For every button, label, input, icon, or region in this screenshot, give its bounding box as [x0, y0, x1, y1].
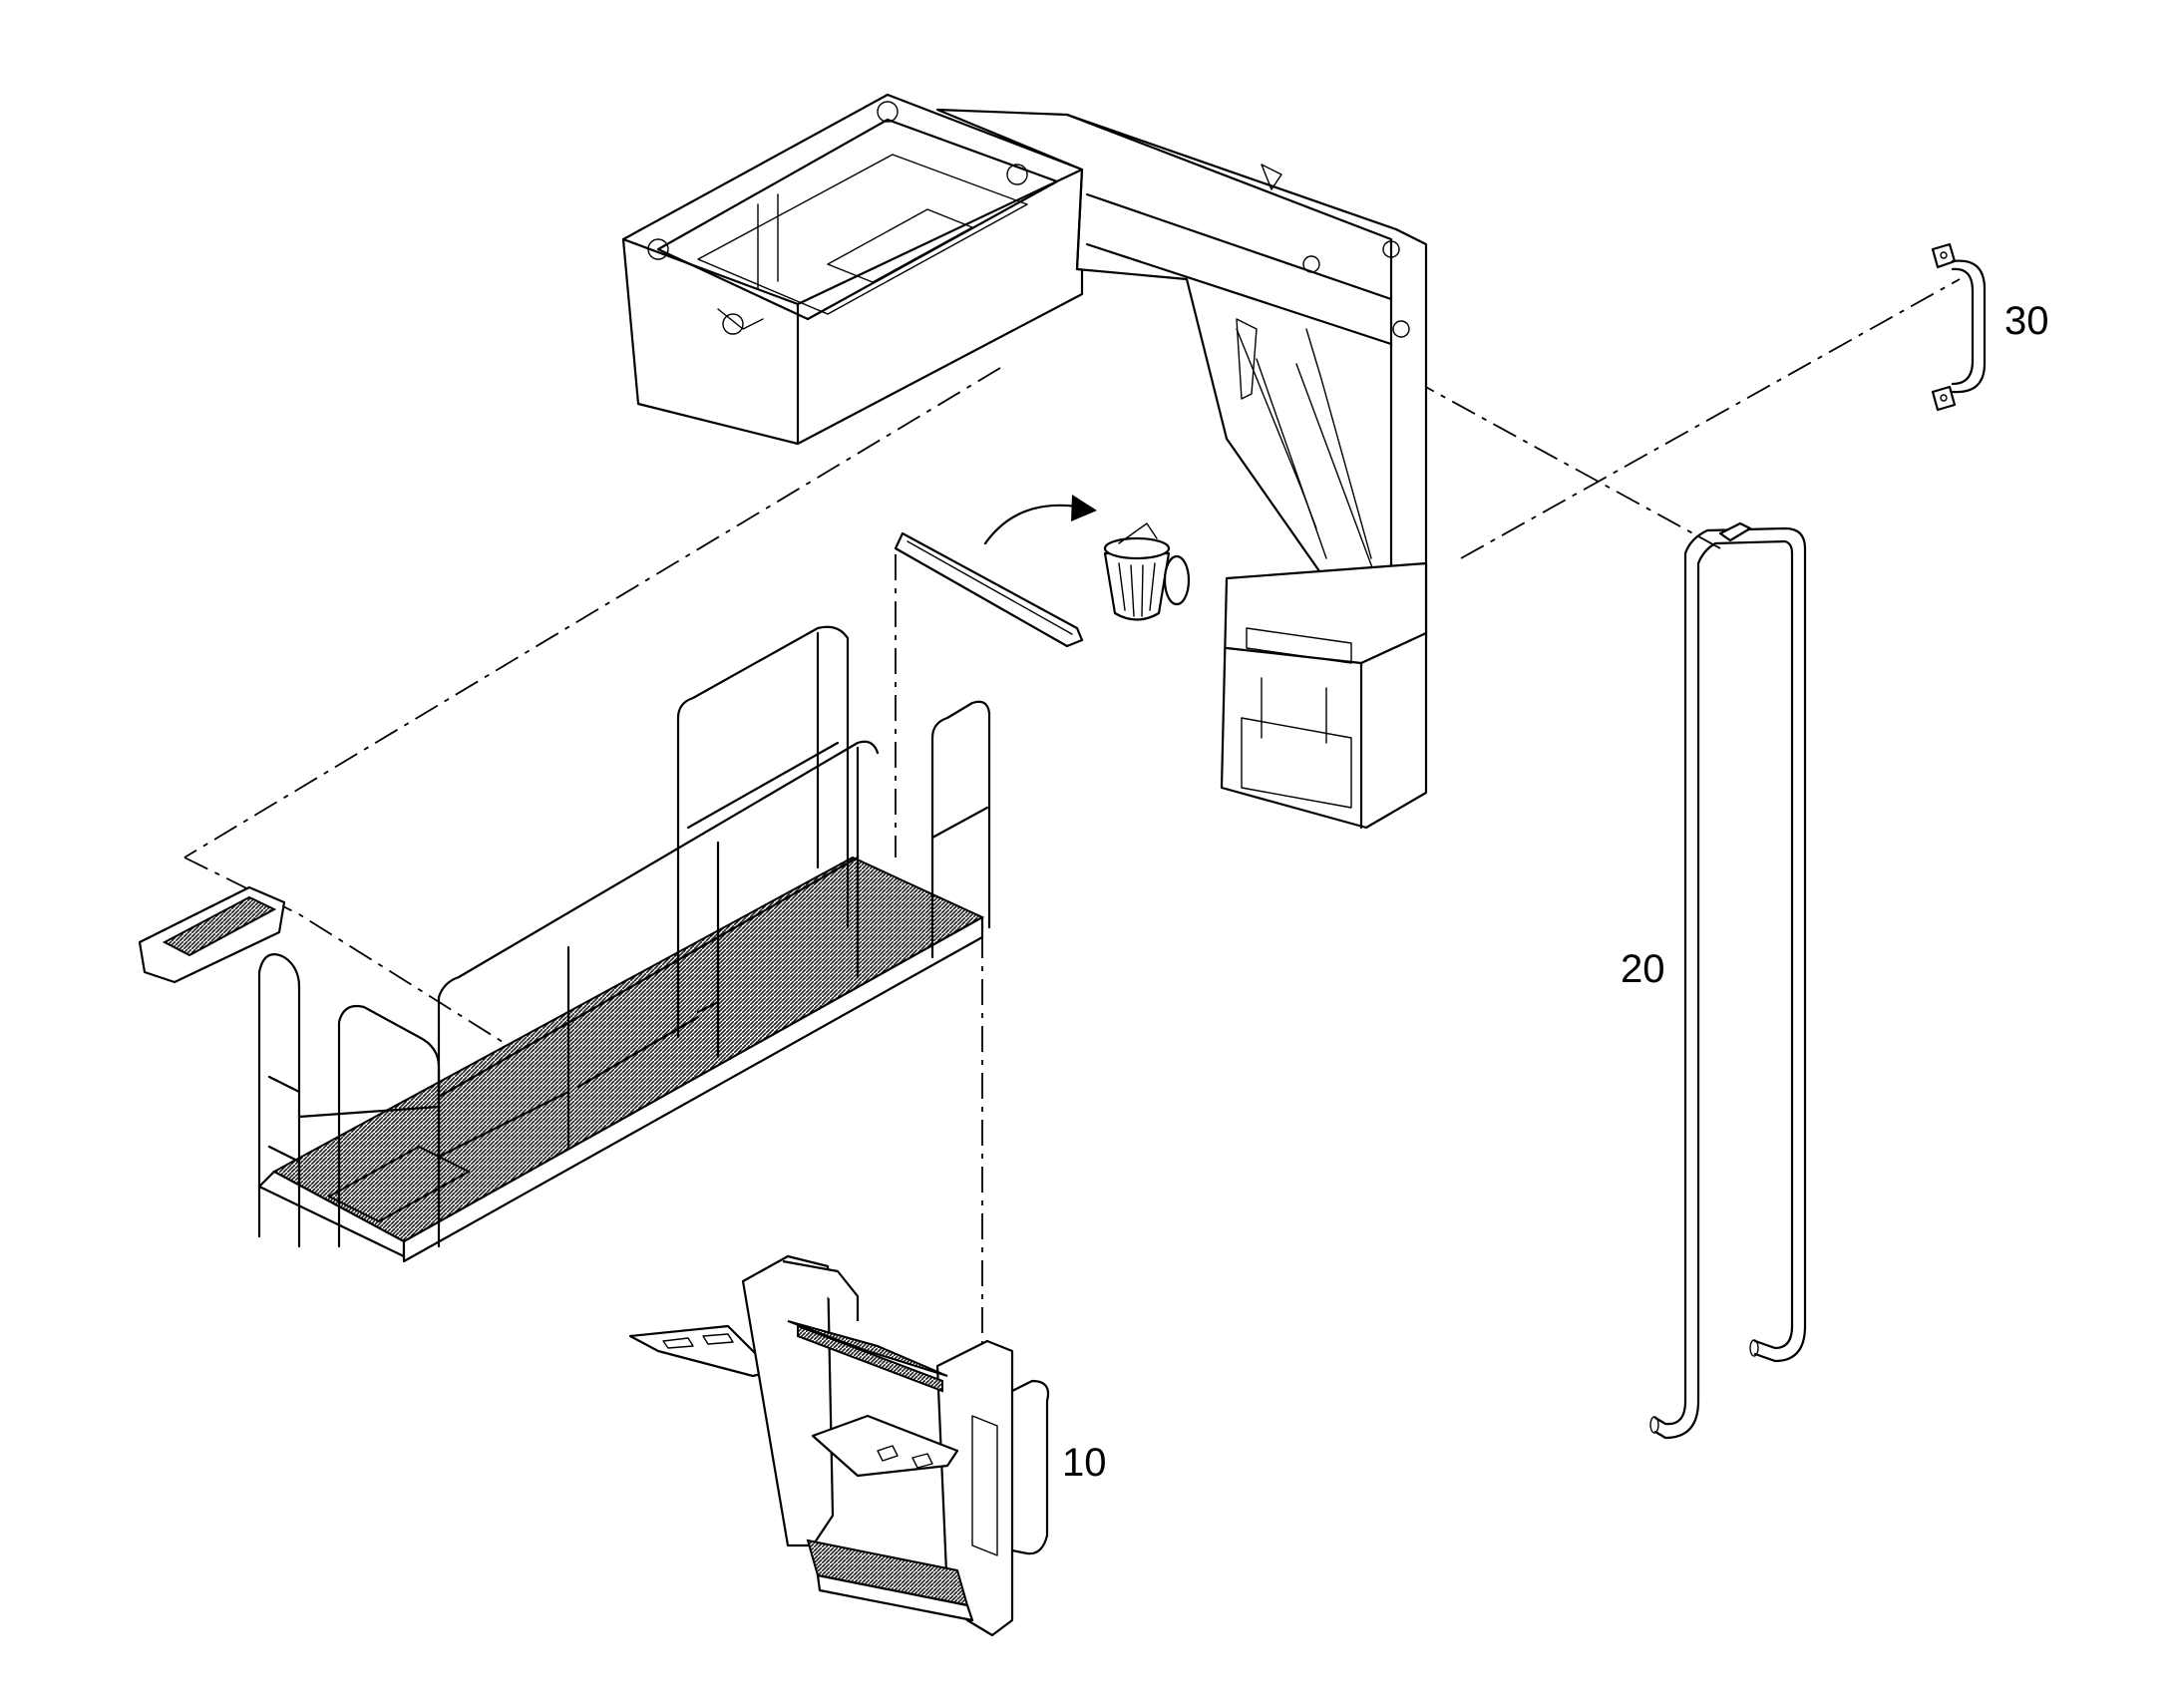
- discard-arrow: [983, 495, 1097, 545]
- upper-frame-assembly: [621, 93, 1428, 830]
- ladder-item: [628, 1254, 1050, 1637]
- callout-20: 20: [1621, 947, 1665, 991]
- handrail-long-item: [1649, 521, 1807, 1440]
- trash-can-icon: [1103, 522, 1191, 621]
- discarded-bar: [894, 531, 1084, 648]
- assembly-lines: [183, 278, 1961, 1381]
- walkway-platform: [138, 625, 991, 1263]
- handle-short-item: [1931, 242, 1987, 412]
- callout-30: 30: [2004, 299, 2049, 343]
- callout-10: 10: [1062, 1441, 1107, 1485]
